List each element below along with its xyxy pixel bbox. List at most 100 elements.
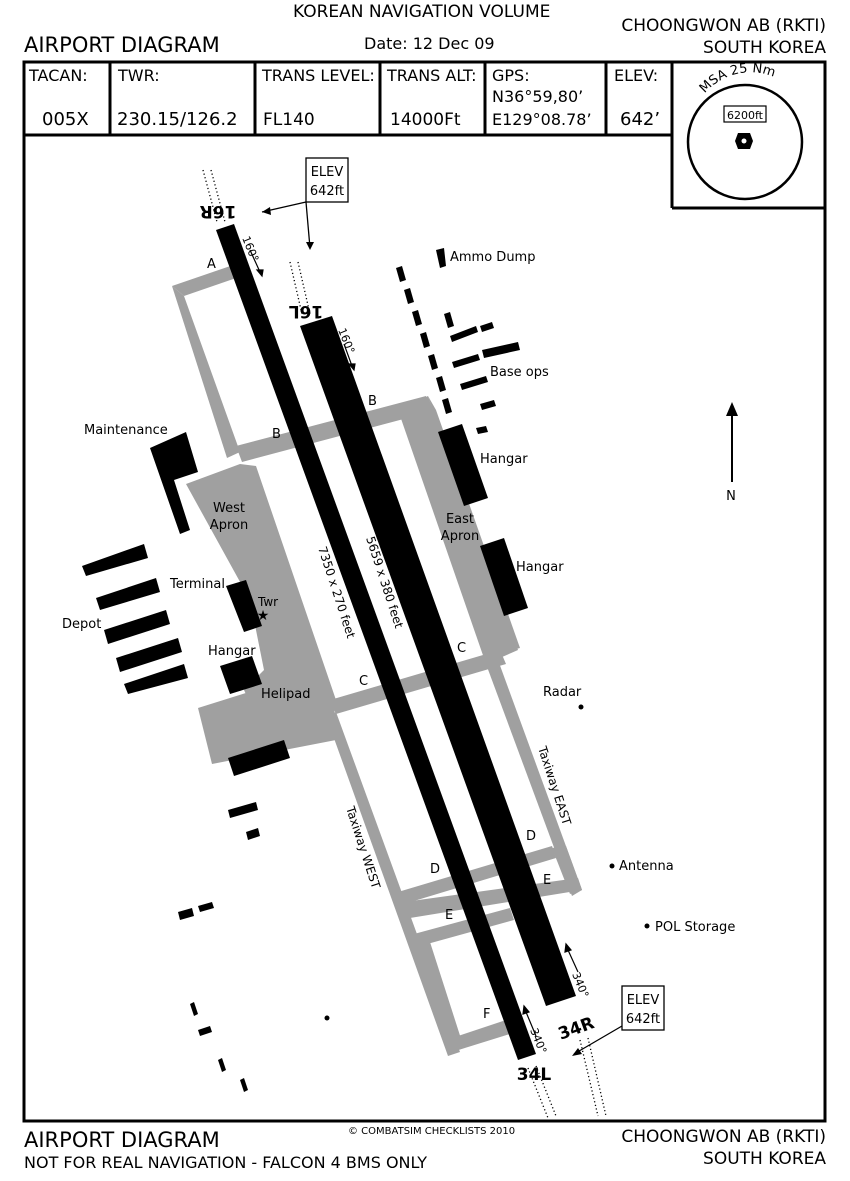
taxiway-c [330, 650, 506, 714]
taxiway-letter-b-west: B [272, 427, 281, 442]
trans-alt-label: TRANS ALT: [387, 66, 477, 85]
footer-disclaimer: NOT FOR REAL NAVIGATION - FALCON 4 BMS O… [24, 1153, 428, 1172]
heading-arrows [249, 249, 579, 1037]
msa-circle: MSA 25 Nm 6200ft [686, 61, 804, 201]
taxiway-letter-e-east: E [543, 873, 551, 888]
north-arrow-icon [726, 402, 738, 482]
buildings [82, 248, 528, 1092]
footer-country: SOUTH KOREA [703, 1149, 826, 1169]
antenna-label: Antenna [619, 859, 674, 874]
elev-label: ELEV: [614, 66, 659, 85]
footer-airport-name: CHOONGWON AB (RKTI) [621, 1127, 826, 1147]
taxiway-letter-e-west: E [445, 908, 453, 923]
svg-text:642ft: 642ft [310, 184, 344, 199]
msa-altitude: 6200ft [727, 109, 764, 122]
west-apron [186, 464, 336, 718]
taxiway-e-lower [414, 908, 514, 946]
overrun-marks [202, 169, 607, 1119]
taxiway-letter-c-west: C [359, 674, 368, 689]
taxiway-e-upper [404, 878, 582, 918]
taxiway-letter-c-east: C [457, 641, 466, 656]
taxiways [172, 262, 582, 1056]
footer-title: AIRPORT DIAGRAM [24, 1128, 220, 1152]
taxiway-east [486, 660, 582, 896]
trans-level-label: TRANS LEVEL: [262, 66, 375, 85]
west-apron-label-1: West [213, 501, 245, 516]
east-apron-label-2: Apron [441, 529, 479, 544]
taxiway-letter-d-west: D [430, 862, 440, 877]
svg-text:ELEV: ELEV [627, 993, 660, 1008]
taxiway-letters: A B B C C D D E E F [207, 257, 551, 1022]
terminal-building [226, 580, 262, 632]
depot-building-1 [82, 544, 148, 576]
svg-text:ELEV: ELEV [311, 165, 344, 180]
tacan-value: 005X [42, 109, 89, 130]
helipad-pad [198, 676, 336, 764]
hangar-north-label: Hangar [480, 452, 528, 467]
west-apron-label-2: Apron [210, 518, 248, 533]
hangar-west [220, 656, 262, 694]
ammo-dump-label: Ammo Dump [450, 250, 535, 265]
runways [216, 224, 576, 1060]
ammo-dump-building [436, 248, 446, 268]
runway-34r-label: 34R [556, 1013, 597, 1044]
airport-name: CHOONGWON AB (RKTI) [621, 16, 826, 36]
twr-label: Twr [257, 595, 278, 609]
hangar-north [438, 424, 488, 506]
chart-date: Date: 12 Dec 09 [364, 34, 495, 53]
taxiway-letter-a: A [207, 257, 216, 272]
trans-level-value: FL140 [263, 110, 315, 130]
antenna-dot [609, 863, 615, 869]
gps-label: GPS: [492, 66, 530, 85]
trans-alt-value: 14000Ft [390, 110, 461, 130]
runway-16l-label: 16L [289, 301, 324, 321]
pol-storage-dot [644, 923, 650, 929]
runway-34l-label: 34L [517, 1065, 552, 1085]
elev-box-south: ELEV 642ft [572, 985, 665, 1056]
taxiway-a [172, 262, 242, 296]
base-ops-block-1 [450, 326, 478, 342]
page-title: AIRPORT DIAGRAM [24, 33, 220, 57]
elev-box-north: ELEV 642ft [261, 157, 349, 250]
east-apron-label-1: East [446, 512, 474, 527]
taxiway-f [446, 1020, 510, 1052]
runway-16r-34l [216, 224, 536, 1060]
tacan-label: TACAN: [29, 66, 88, 85]
runway-16l-34r [300, 316, 576, 1006]
runway-16r-label: 16R [200, 201, 237, 221]
poi-dots [324, 704, 650, 1021]
north-label: N [726, 489, 736, 504]
pol-storage-label: POL Storage [655, 920, 735, 935]
taxiway-letter-f: F [483, 1007, 490, 1022]
taxiway-b [236, 396, 430, 462]
svg-text:642ft: 642ft [626, 1012, 660, 1027]
copyright: © COMBATSIM CHECKLISTS 2010 [348, 1126, 516, 1137]
gps-latitude: N36°59,80’ [492, 87, 584, 106]
hangar-east [480, 538, 528, 616]
airport-country: SOUTH KOREA [703, 38, 826, 58]
msa-label: MSA 25 Nm [697, 61, 777, 96]
radar-label: Radar [543, 685, 582, 700]
helipad-label: Helipad [261, 687, 310, 702]
elev-value: 642’ [620, 109, 661, 130]
east-apron [398, 396, 518, 664]
depot-label: Depot [62, 617, 101, 632]
vortac-icon [735, 133, 753, 149]
radar-dot [578, 704, 584, 710]
unnamed-dot [324, 1015, 330, 1021]
outer-border [22, 60, 827, 1123]
chart-frame [22, 60, 827, 1123]
twr-value: 230.15/126.2 [117, 109, 238, 130]
terminal-label: Terminal [169, 577, 225, 592]
twr-label: TWR: [118, 66, 160, 85]
gps-longitude: E129°08.78’ [492, 110, 592, 129]
tower-star-icon: ★ [257, 608, 270, 624]
hangar-east-label: Hangar [516, 560, 564, 575]
volume-title: KOREAN NAVIGATION VOLUME [293, 2, 551, 22]
taxiway-a-west-leg [172, 286, 240, 458]
hangar-west-label: Hangar [208, 644, 256, 659]
maintenance-building [150, 432, 198, 534]
taxiway-letter-d-east: D [526, 829, 536, 844]
taxiway-letter-b-east: B [368, 394, 377, 409]
